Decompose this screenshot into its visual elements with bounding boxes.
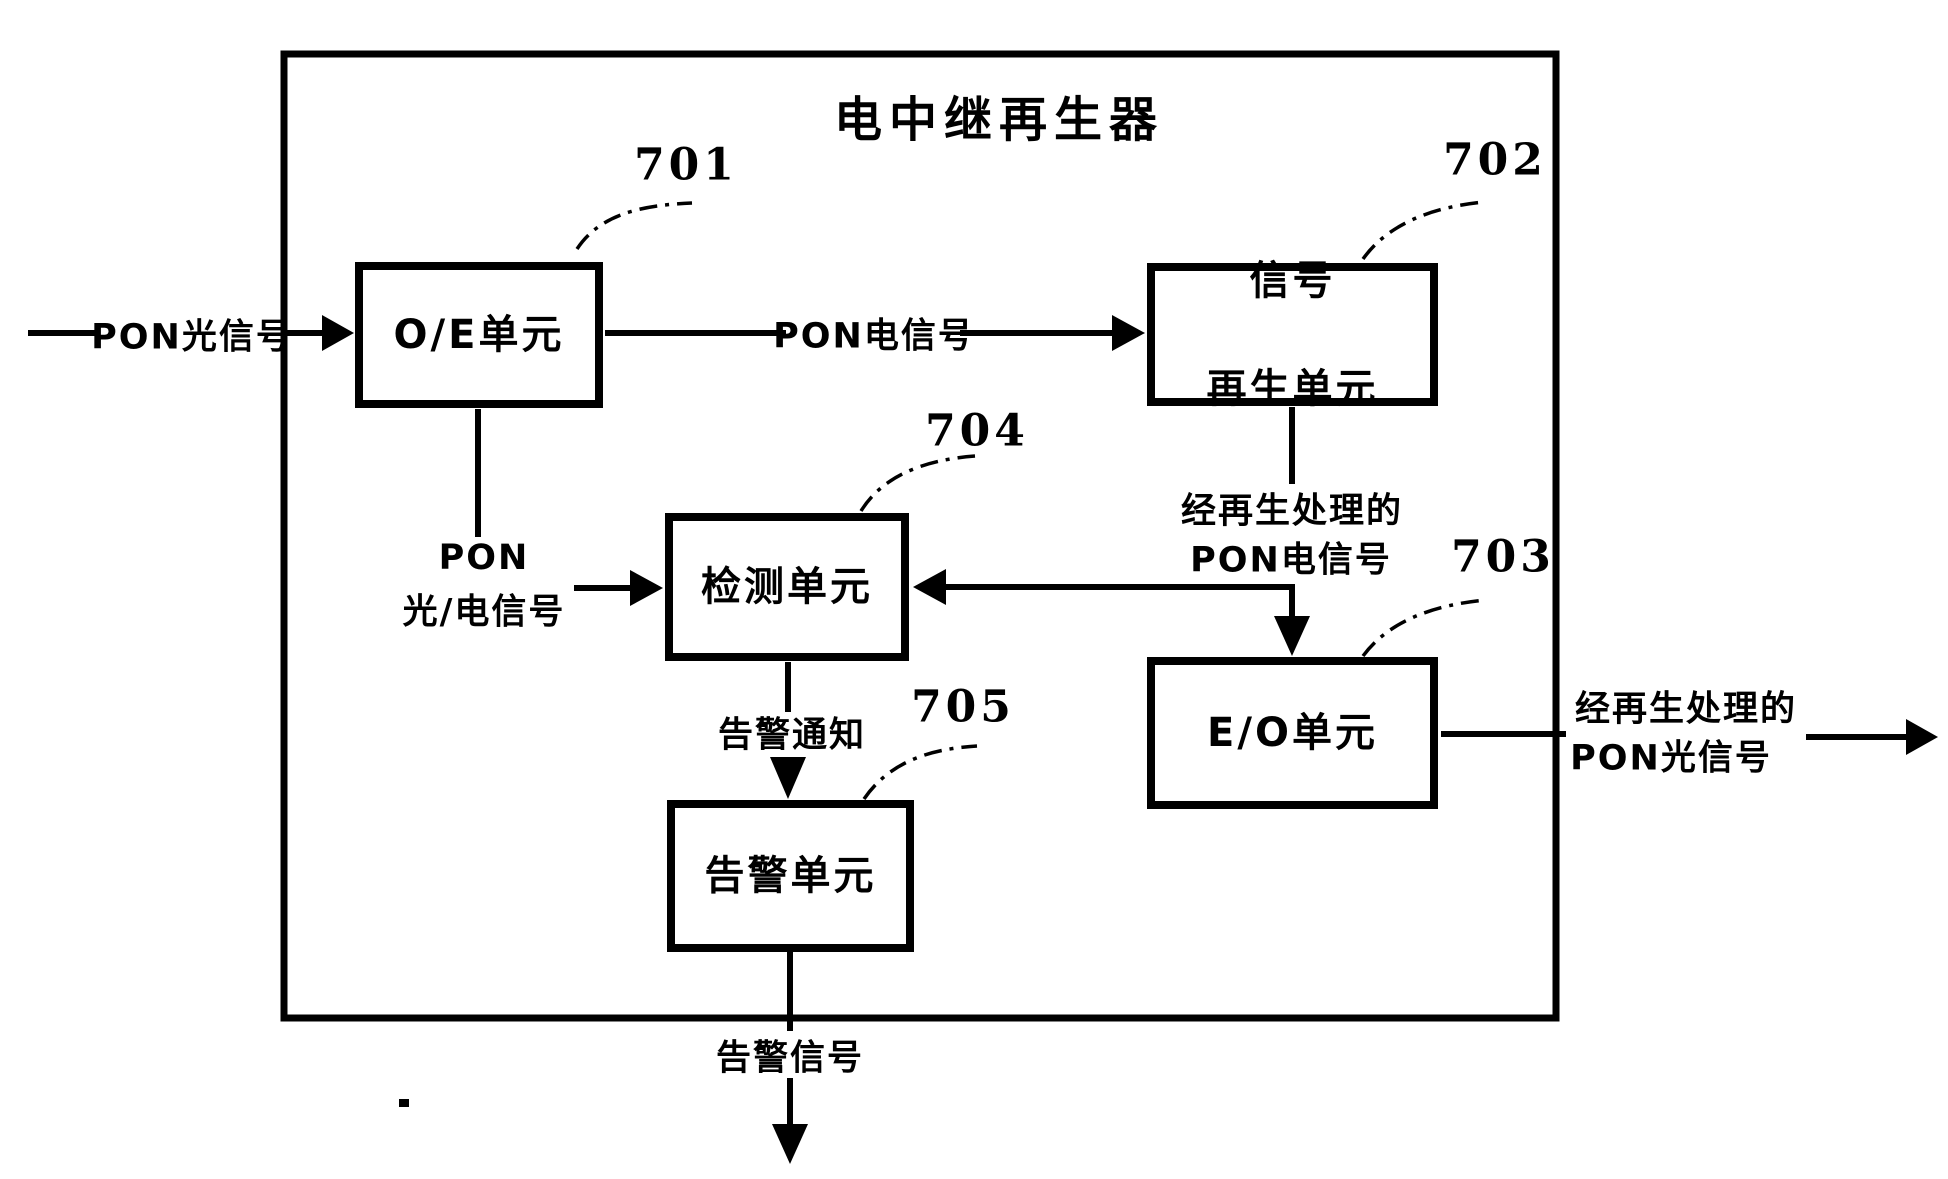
eo-in-arrowhead xyxy=(1274,616,1310,656)
detect-in-right-arrowhead xyxy=(913,569,946,605)
detect-in-arrowhead xyxy=(630,570,663,606)
alarm-unit-label: 告警单元 xyxy=(704,853,877,899)
eo-unit-label: E/O单元 xyxy=(1207,710,1378,756)
alarm-notice-label: 告警通知 xyxy=(717,715,867,756)
output-label-line1: 经再生处理的 xyxy=(1574,689,1798,730)
signal-regen-unit-box: 信号 再生单元 xyxy=(1147,258,1438,412)
signal-regen-label-line1: 信号 xyxy=(1249,257,1336,304)
oe-unit-box: O/E单元 xyxy=(355,262,603,408)
pon-opt-elec-label-line2: 光/电信号 xyxy=(402,592,566,633)
leader-701 xyxy=(575,201,693,250)
outer-enclosure-box xyxy=(280,50,1560,1022)
detect-unit-label: 检测单元 xyxy=(701,564,873,610)
oe-unit-label: O/E单元 xyxy=(393,312,565,358)
eo-unit-box: E/O单元 xyxy=(1147,657,1438,809)
alarm-out-arrowhead xyxy=(772,1124,808,1164)
leader-704 xyxy=(859,454,976,512)
input-signal-label: PON光信号 xyxy=(91,317,293,358)
alarm-unit-box: 告警单元 xyxy=(667,800,914,952)
ref-702: 702 xyxy=(1443,134,1547,186)
leader-705 xyxy=(862,744,978,800)
ref-701: 701 xyxy=(634,139,738,191)
leader-703 xyxy=(1361,598,1487,658)
pon-electrical-arrowhead xyxy=(1112,315,1145,351)
detect-unit-box: 检测单元 xyxy=(665,513,909,661)
signal-regen-unit-label: 信号 再生单元 xyxy=(1207,254,1379,416)
ref-705: 705 xyxy=(911,681,1015,733)
ref-703: 703 xyxy=(1451,531,1555,583)
input-arrowhead xyxy=(322,315,354,351)
output-label-line2: PON光信号 xyxy=(1570,738,1772,779)
ref-704: 704 xyxy=(925,405,1029,457)
regen-processed-label-line2: PON电信号 xyxy=(1190,540,1392,581)
diagram-title: 电中继再生器 xyxy=(833,92,1165,148)
alarm-signal-label: 告警信号 xyxy=(715,1038,865,1079)
stray-dot xyxy=(399,1099,409,1107)
pon-opt-elec-label-line1: PON xyxy=(438,538,530,578)
output-arrowhead xyxy=(1906,719,1938,755)
signal-regen-label-line2: 再生单元 xyxy=(1206,365,1379,412)
alarm-in-arrowhead xyxy=(770,757,806,799)
leader-702 xyxy=(1361,200,1485,261)
pon-electrical-label: PON电信号 xyxy=(773,316,975,357)
regen-processed-label-line1: 经再生处理的 xyxy=(1180,491,1404,532)
